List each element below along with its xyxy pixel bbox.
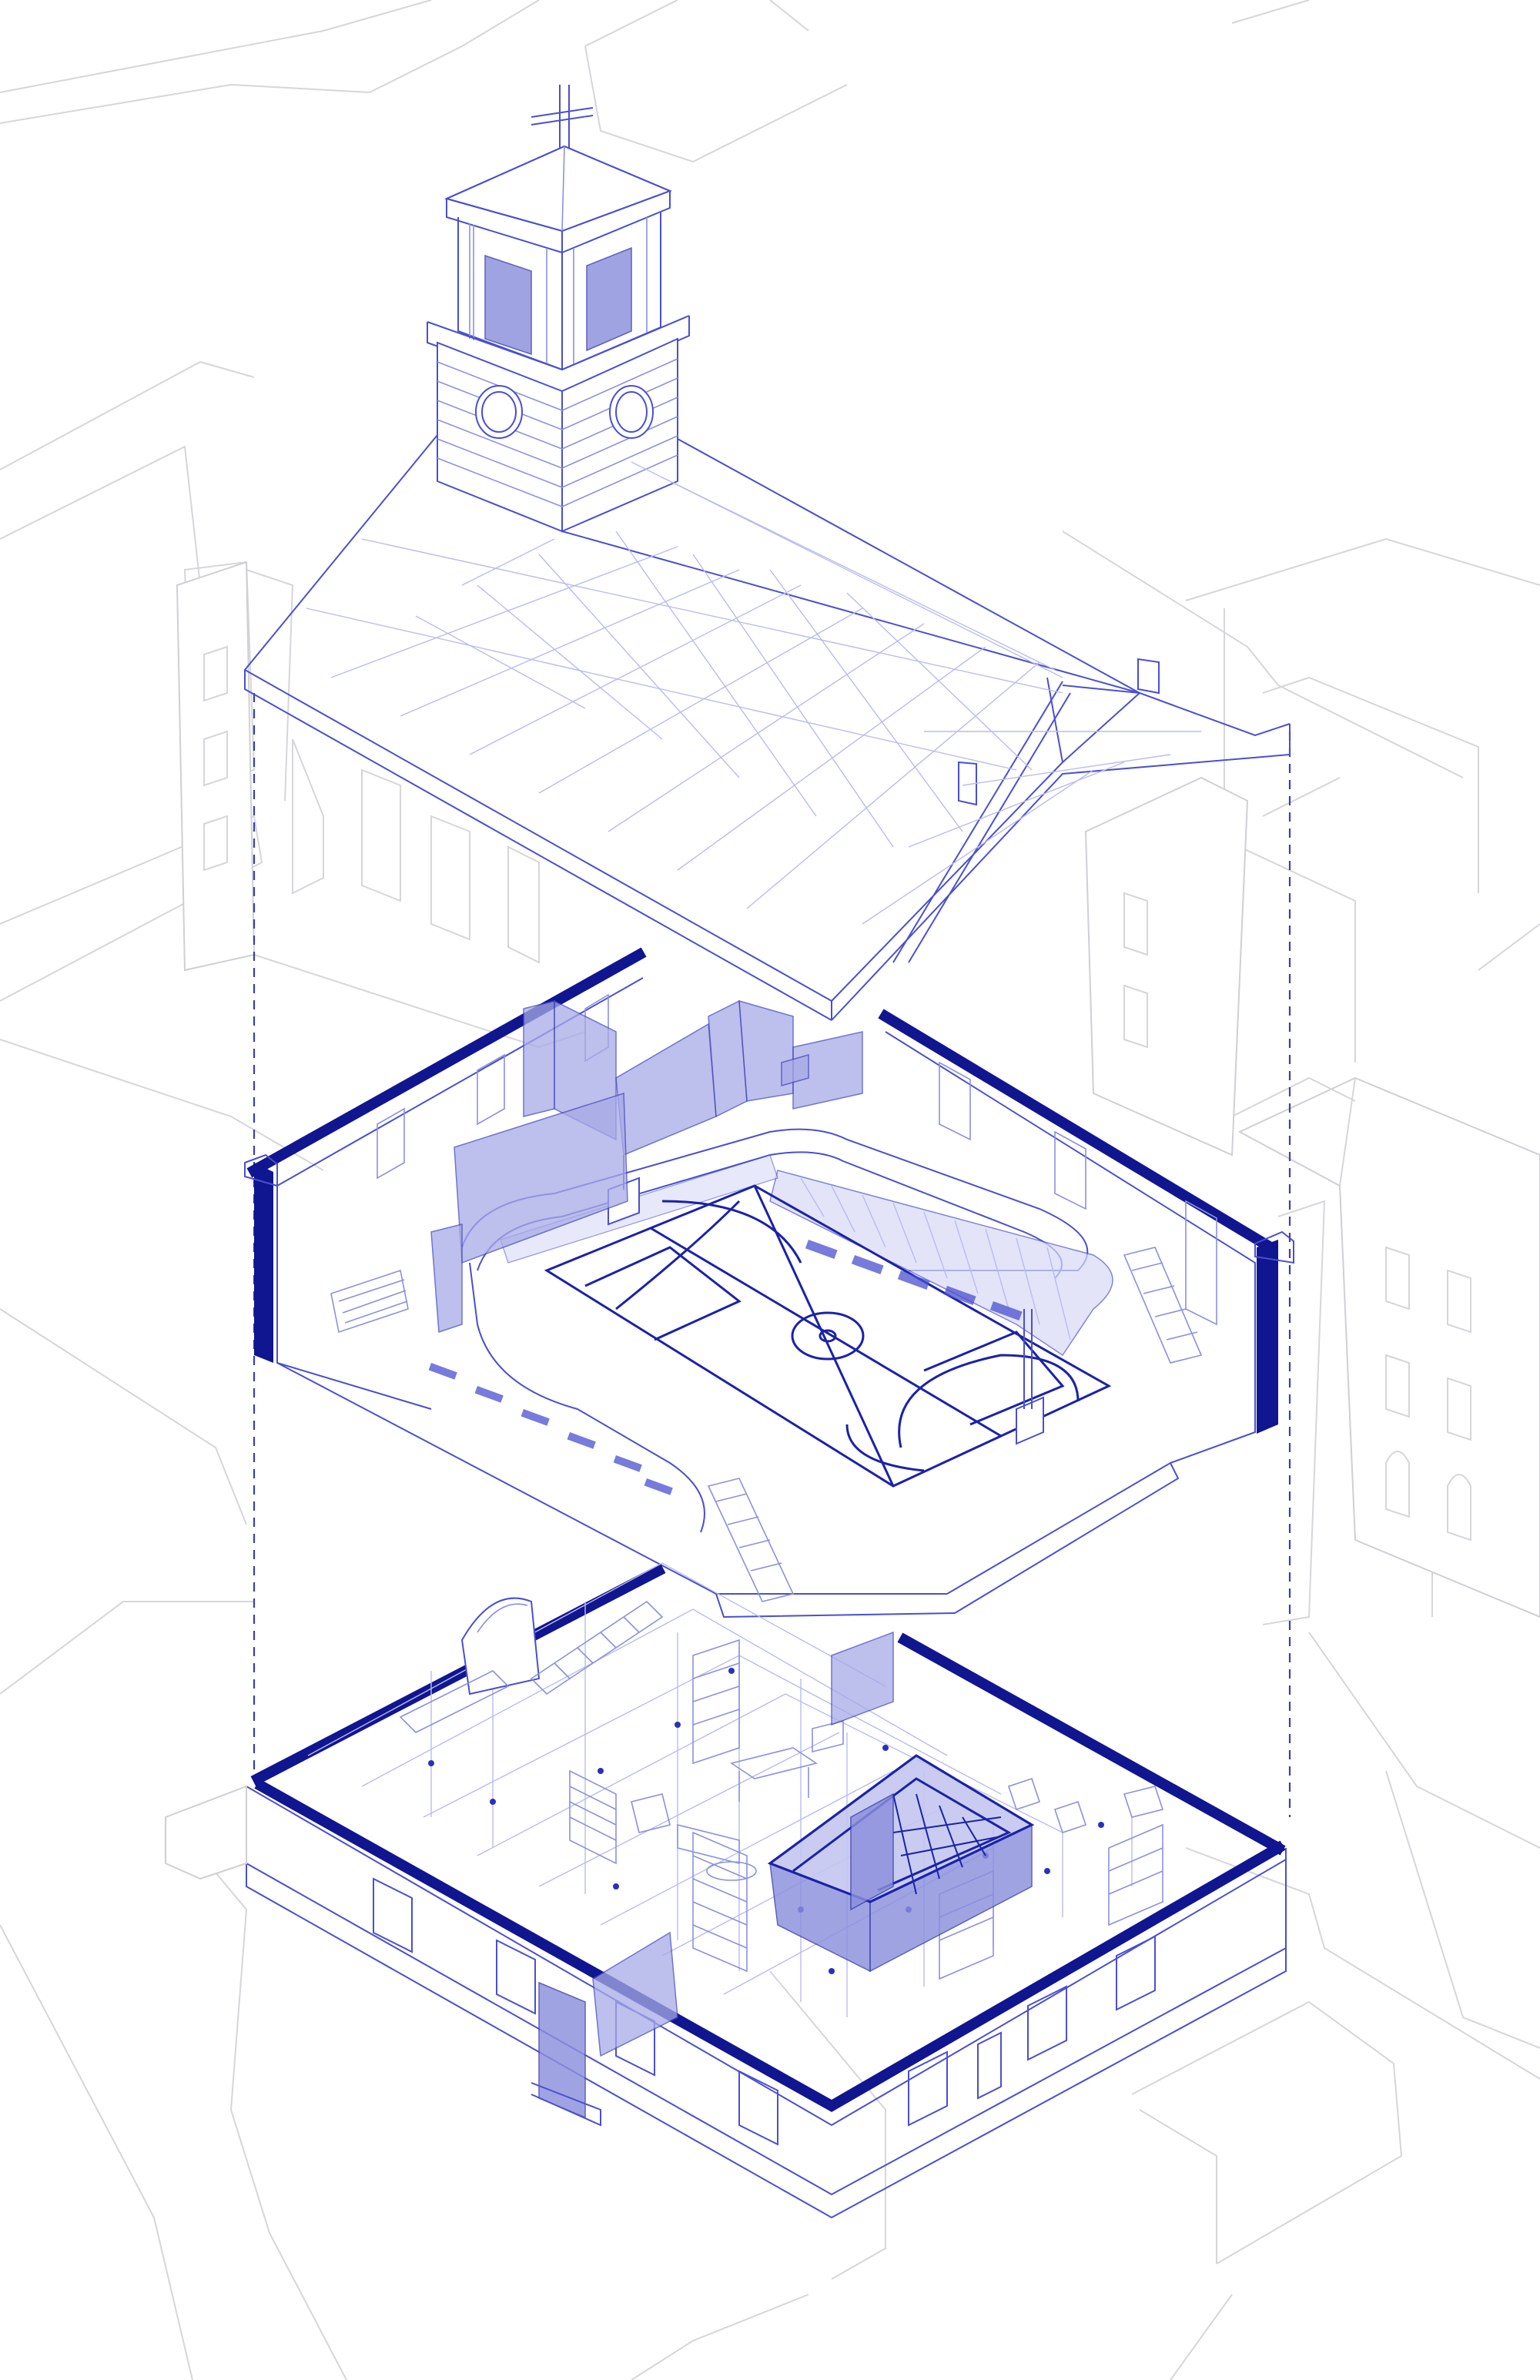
basketball-court: [544, 1184, 1112, 1488]
roof-layer: [243, 85, 1291, 1021]
central-room: [767, 1754, 1035, 1973]
stairs: [330, 1247, 1203, 1602]
gable-roof: [243, 434, 1291, 1021]
column-markers: [428, 1668, 1104, 1974]
ground-floor-layer: [165, 1562, 1287, 2219]
gym-equipment: [428, 1240, 1023, 1495]
furniture: [631, 1719, 1164, 1881]
interior-rooms: [307, 1562, 1133, 2017]
cross-icon: [531, 85, 594, 150]
upper-floor-layer: [244, 947, 1294, 1618]
ground-stairs: [399, 1600, 664, 1733]
bell-tower: [427, 85, 690, 533]
